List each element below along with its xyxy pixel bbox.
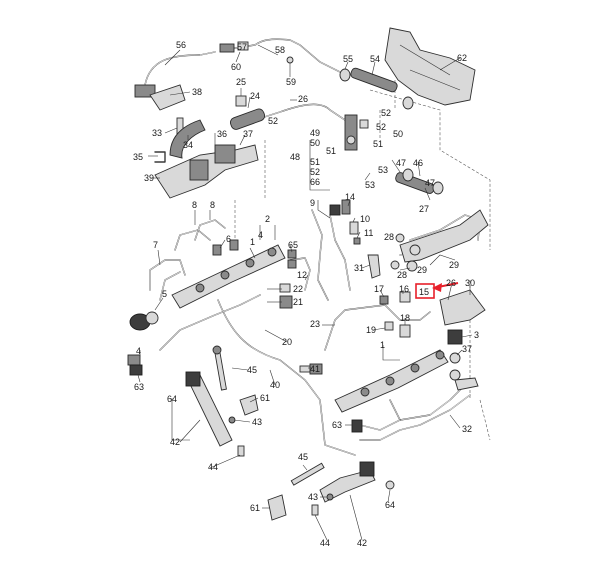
part-label[interactable]: 6 xyxy=(226,234,231,244)
part-label[interactable]: 51 xyxy=(310,157,320,167)
part-label[interactable]: 28 xyxy=(397,270,407,280)
part-label[interactable]: 52 xyxy=(268,116,278,126)
part-label[interactable]: 64 xyxy=(385,500,395,510)
part-label[interactable]: 37 xyxy=(243,129,253,139)
part-label[interactable]: 32 xyxy=(462,424,472,434)
parts-geometry xyxy=(127,27,489,521)
part-label[interactable]: 31 xyxy=(354,263,364,273)
part-label[interactable]: 26 xyxy=(446,278,456,288)
part-label[interactable]: 61 xyxy=(260,393,270,403)
part-label[interactable]: 11 xyxy=(364,228,373,238)
part-label[interactable]: 18 xyxy=(400,313,410,323)
part-label[interactable]: 43 xyxy=(308,492,318,502)
part-label[interactable]: 52 xyxy=(381,108,391,118)
part-label[interactable]: 29 xyxy=(417,265,427,275)
part-label[interactable]: 63 xyxy=(332,420,342,430)
part-label[interactable]: 37 xyxy=(462,344,472,354)
part-label[interactable]: 54 xyxy=(370,54,380,64)
part-label[interactable]: 36 xyxy=(217,129,227,139)
part-label[interactable]: 47 xyxy=(425,178,435,188)
part-label[interactable]: 42 xyxy=(357,538,367,548)
part-label[interactable]: 55 xyxy=(343,54,353,64)
part-label[interactable]: 27 xyxy=(419,204,429,214)
part-label[interactable]: 4 xyxy=(258,230,263,240)
part-label[interactable]: 33 xyxy=(152,128,162,138)
part-label[interactable]: 44 xyxy=(208,462,218,472)
part-label[interactable]: 1 xyxy=(380,340,385,350)
clamp-55 xyxy=(339,68,351,82)
highlight-callout: 15 xyxy=(415,282,459,299)
part-label[interactable]: 14 xyxy=(345,192,355,202)
part-label[interactable]: 53 xyxy=(365,180,375,190)
part-label[interactable]: 62 xyxy=(457,53,467,63)
part-label[interactable]: 57 xyxy=(237,42,247,52)
part-label[interactable]: 48 xyxy=(290,152,300,162)
part-label[interactable]: 64 xyxy=(167,394,177,404)
highlight-label: 15 xyxy=(419,287,429,297)
part-label[interactable]: 9 xyxy=(310,198,315,208)
part-label[interactable]: 25 xyxy=(236,77,246,87)
part-label[interactable]: 16 xyxy=(399,284,409,294)
part-labels: 56 58 57 60 59 55 54 62 38 25 24 26 52 3… xyxy=(133,40,479,548)
corrugated-hose-54 xyxy=(350,67,398,93)
part-label[interactable]: 12 xyxy=(297,270,307,280)
part-label[interactable]: 45 xyxy=(298,452,308,462)
part-label[interactable]: 42 xyxy=(170,437,180,447)
part-label[interactable]: 8 xyxy=(210,200,215,210)
part-label[interactable]: 46 xyxy=(413,158,423,168)
part-label[interactable]: 5 xyxy=(162,289,167,299)
part-label[interactable]: 39 xyxy=(144,173,154,183)
part-label[interactable]: 28 xyxy=(384,232,394,242)
part-label[interactable]: 3 xyxy=(474,330,479,340)
part-label[interactable]: 45 xyxy=(247,365,257,375)
part-label[interactable]: 2 xyxy=(265,214,270,224)
part-label[interactable]: 59 xyxy=(286,77,296,87)
part-label[interactable]: 7 xyxy=(153,240,158,250)
highlight-box[interactable] xyxy=(415,283,435,299)
part-label[interactable]: 22 xyxy=(293,284,303,294)
part-label[interactable]: 19 xyxy=(366,325,376,335)
leader-lines xyxy=(137,44,473,541)
part-label[interactable]: 65 xyxy=(288,240,298,250)
part-label[interactable]: 56 xyxy=(176,40,186,50)
injector-right xyxy=(319,469,376,503)
heat-shield-62 xyxy=(384,27,476,106)
part-label[interactable]: 61 xyxy=(250,503,260,513)
part-label[interactable]: 43 xyxy=(252,417,262,427)
part-label[interactable]: 35 xyxy=(133,152,143,162)
part-label[interactable]: 29 xyxy=(449,260,459,270)
part-label[interactable]: 60 xyxy=(231,62,241,72)
part-label[interactable]: 58 xyxy=(275,45,285,55)
part-label[interactable]: 4 xyxy=(136,346,141,356)
part-label[interactable]: 40 xyxy=(270,380,280,390)
heat-shield-30 xyxy=(439,289,486,326)
part-label[interactable]: 49 xyxy=(310,128,320,138)
part-label[interactable]: 1 xyxy=(250,237,255,247)
part-label[interactable]: 52 xyxy=(310,167,320,177)
part-label[interactable]: 41 xyxy=(310,364,320,374)
part-label[interactable]: 21 xyxy=(293,297,303,307)
part-label[interactable]: 51 xyxy=(373,139,383,149)
part-label[interactable]: 66 xyxy=(310,177,320,187)
part-label[interactable]: 63 xyxy=(134,382,144,392)
part-label[interactable]: 53 xyxy=(378,165,388,175)
part-label[interactable]: 50 xyxy=(310,138,320,148)
highlight-arrow-icon xyxy=(432,283,442,292)
part-label[interactable]: 44 xyxy=(320,538,330,548)
part-label[interactable]: 8 xyxy=(192,200,197,210)
part-label[interactable]: 20 xyxy=(282,337,292,347)
part-label[interactable]: 17 xyxy=(374,284,384,294)
part-label[interactable]: 51 xyxy=(326,146,336,156)
part-label[interactable]: 47 xyxy=(396,158,406,168)
part-label[interactable]: 30 xyxy=(465,278,475,288)
part-label[interactable]: 34 xyxy=(183,140,193,150)
part-label[interactable]: 10 xyxy=(360,214,370,224)
part-label[interactable]: 23 xyxy=(310,319,320,329)
part-label[interactable]: 52 xyxy=(376,122,386,132)
part-label[interactable]: 50 xyxy=(393,129,403,139)
part-label[interactable]: 38 xyxy=(192,87,202,97)
part-label[interactable]: 24 xyxy=(250,91,260,101)
part-label[interactable]: 26 xyxy=(298,94,308,104)
